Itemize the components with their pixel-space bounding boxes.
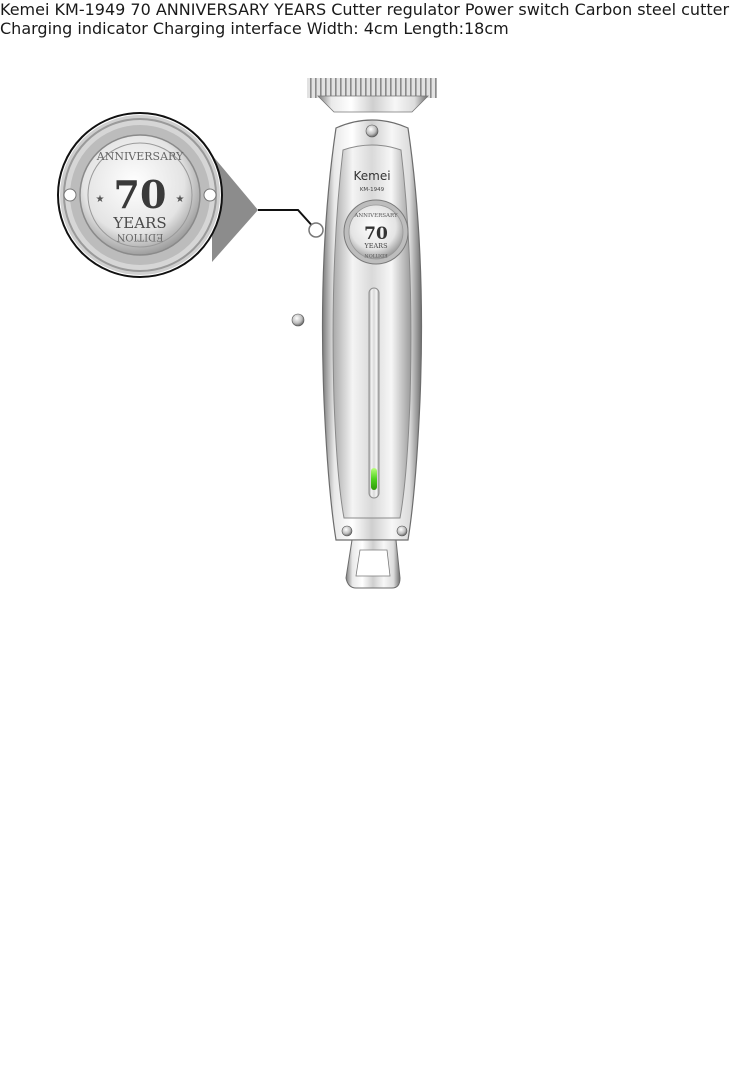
screw-icon <box>396 525 408 537</box>
indicator-slot <box>368 287 380 499</box>
label-carbon-steel-cutter-line1: Carbon steel <box>574 0 677 19</box>
svg-text:YEARS: YEARS <box>112 214 166 232</box>
svg-text:EDITION: EDITION <box>364 252 388 258</box>
label-cutter-regulator: Cutter regulator <box>331 0 460 19</box>
screw-icon <box>341 525 353 537</box>
anniversary-medal: ANNIVERSARY 70 YEARS EDITION <box>343 199 409 265</box>
width-label-line1: Width: <box>306 19 359 38</box>
brand-logo: Kemei <box>353 169 390 183</box>
svg-text:70: 70 <box>364 224 388 244</box>
charging-indicator-light <box>371 468 377 490</box>
screw-icon <box>365 124 379 138</box>
blade <box>307 78 437 113</box>
model-number: KM-1949 <box>360 187 385 193</box>
clipper-horizontal: Kemei KM-1949 70 ANNIVERSARY YEARS <box>0 0 327 19</box>
length-label: Length:18cm <box>403 19 509 38</box>
label-power-switch: Power switch <box>464 0 570 19</box>
svg-text:★: ★ <box>96 194 105 205</box>
clipper-vertical: Kemei KM-1949 ANNIVERSARY 70 YEARS EDITI… <box>291 78 437 589</box>
svg-text:EDITION: EDITION <box>116 231 163 242</box>
svg-text:ANNIVERSARY: ANNIVERSARY <box>353 213 398 219</box>
label-carbon-steel-cutter-line2: cutter <box>681 0 730 19</box>
width-label-line2: 4cm <box>363 19 399 38</box>
svg-text:★: ★ <box>176 194 185 205</box>
callout-cutter-regulator: ANNIVERSARY 70 YEARS EDITION ★ ★ <box>57 112 324 278</box>
label-charging-interface: Charging interface <box>152 19 302 38</box>
label-charging-indicator: Charging indicator <box>0 19 148 38</box>
svg-text:70: 70 <box>114 172 167 217</box>
svg-text:ANNIVERSARY: ANNIVERSARY <box>96 150 184 163</box>
svg-text:YEARS: YEARS <box>363 242 387 250</box>
power-switch-knob <box>291 313 305 327</box>
